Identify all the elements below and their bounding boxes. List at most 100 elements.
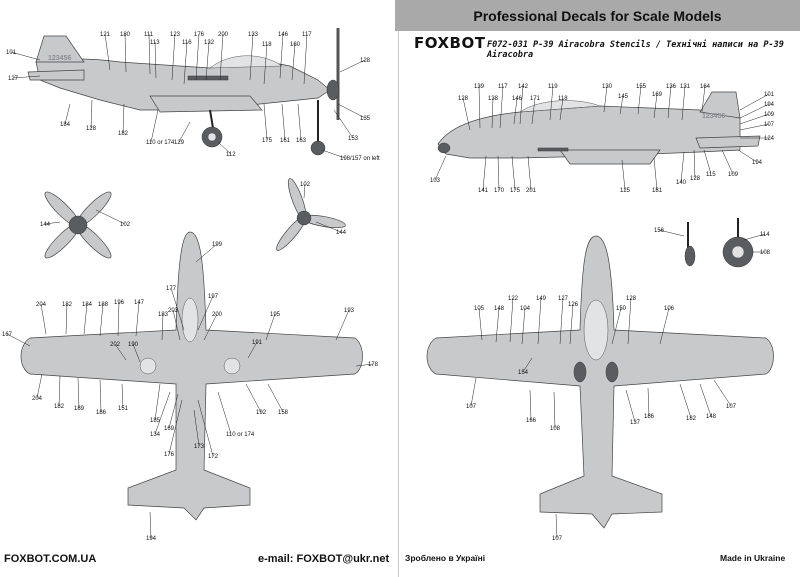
callout-number: 182 bbox=[686, 416, 697, 422]
callout-number: 170 bbox=[494, 188, 505, 194]
callout-number: 131 bbox=[680, 84, 691, 90]
side-serial-right: 123456 bbox=[702, 113, 725, 120]
callout-number: 116 bbox=[182, 40, 192, 46]
callout-leader bbox=[64, 103, 71, 125]
callout-leader bbox=[279, 33, 284, 79]
callout-leader bbox=[303, 33, 308, 85]
callout-number: 109 bbox=[728, 172, 739, 178]
callout-leader bbox=[124, 33, 127, 73]
callout-number: 147 bbox=[134, 300, 145, 306]
callout-number: 145 bbox=[618, 94, 629, 100]
callout-leader bbox=[77, 377, 80, 409]
callout-number: 101 bbox=[6, 50, 17, 56]
callout-number: 124 bbox=[764, 136, 775, 142]
callout-leader bbox=[335, 309, 350, 341]
top-view bbox=[20, 231, 363, 521]
callout-number: 169 bbox=[652, 92, 663, 98]
callout-number: 148 bbox=[494, 306, 505, 312]
callout-leader bbox=[739, 103, 770, 119]
callout-number: 167 bbox=[2, 332, 13, 338]
callout-number: 107 bbox=[726, 404, 737, 410]
callout-number: 128 bbox=[360, 58, 371, 64]
callout-number: 195 bbox=[270, 312, 281, 318]
callout-leader bbox=[58, 375, 61, 407]
callout-number: 184 bbox=[60, 122, 71, 128]
callout-leader bbox=[90, 99, 93, 129]
callout-number: 180 bbox=[120, 32, 131, 38]
callout-number: 128 bbox=[690, 176, 701, 182]
footer-made-ua: Зроблено в Україні bbox=[405, 553, 486, 563]
callout-leader bbox=[217, 141, 232, 155]
callout-leader bbox=[337, 103, 366, 119]
callout-number: 193 bbox=[344, 308, 355, 314]
callout-leader bbox=[281, 103, 286, 141]
callout-number: 101 bbox=[764, 92, 775, 98]
callout-number: 117 bbox=[302, 32, 312, 38]
callout-leader bbox=[161, 313, 164, 341]
callout-leader bbox=[522, 357, 533, 373]
callout-leader bbox=[149, 511, 152, 539]
callout-number: 175 bbox=[262, 138, 273, 144]
callout-leader bbox=[219, 33, 224, 81]
callout-leader bbox=[531, 97, 536, 125]
callout-number: 186 bbox=[96, 410, 107, 416]
callout-leader bbox=[519, 85, 524, 125]
callout-leader bbox=[104, 33, 111, 71]
callout-leader bbox=[509, 297, 514, 343]
callout-leader bbox=[478, 85, 481, 129]
callout-number: 189 bbox=[74, 406, 85, 412]
callout-leader bbox=[653, 93, 658, 119]
callout-number: 183 bbox=[158, 312, 169, 318]
callout-leader bbox=[197, 295, 214, 331]
callout-number: 106 bbox=[664, 306, 675, 312]
callout-number: 182 bbox=[54, 404, 65, 410]
callout-number: 171 bbox=[530, 96, 541, 102]
callout-leader bbox=[172, 309, 181, 341]
callout-number: 130 bbox=[602, 84, 613, 90]
callout-leader bbox=[647, 387, 650, 417]
callout-leader bbox=[703, 149, 712, 175]
callout-leader bbox=[355, 363, 374, 367]
callout-leader bbox=[193, 409, 200, 447]
callout-number: 202 bbox=[110, 342, 121, 348]
callout-leader bbox=[183, 41, 188, 85]
callout-number: 112 bbox=[226, 152, 236, 158]
callout-leader bbox=[245, 383, 262, 413]
callout-number: 160 bbox=[290, 42, 301, 48]
callout-number: 150 bbox=[616, 306, 627, 312]
callout-number: 113 bbox=[150, 40, 160, 46]
callout-number: 107 bbox=[764, 122, 775, 128]
callout-leader bbox=[497, 155, 500, 191]
propeller-front-view bbox=[44, 191, 112, 259]
callout-leader bbox=[434, 155, 447, 181]
footer-made-en: Made in Ukraine bbox=[720, 553, 786, 563]
callout-leader bbox=[203, 313, 218, 341]
callout-leader bbox=[83, 303, 88, 335]
callout-number: 136 bbox=[666, 84, 677, 90]
callout-leader bbox=[569, 303, 574, 345]
callout-number: 105 bbox=[474, 306, 485, 312]
callout-leader bbox=[553, 391, 556, 429]
callout-leader bbox=[154, 391, 171, 435]
callout-number: 178 bbox=[368, 362, 379, 368]
callout-number: 108 bbox=[760, 250, 771, 256]
callout-leader bbox=[171, 33, 176, 81]
callout-leader bbox=[659, 307, 670, 345]
callout-number: 154 bbox=[518, 370, 529, 376]
callout-leader bbox=[470, 377, 477, 407]
callout-leader bbox=[478, 307, 483, 341]
callout-number: 103 bbox=[430, 178, 441, 184]
callout-number: 196 bbox=[114, 300, 125, 306]
callout-number: 186 bbox=[644, 414, 655, 420]
callout-leader bbox=[482, 155, 487, 191]
callout-leader bbox=[263, 43, 268, 85]
callout-number: 119 bbox=[548, 84, 558, 90]
callout-leader bbox=[122, 103, 125, 134]
callout-number: 110 or 174 bbox=[146, 140, 175, 146]
callout-leader bbox=[743, 233, 766, 241]
callout-leader bbox=[621, 159, 626, 191]
callout-leader bbox=[135, 301, 140, 337]
callout-leader bbox=[339, 59, 366, 73]
callout-leader bbox=[168, 393, 179, 429]
callout-leader bbox=[611, 307, 622, 345]
